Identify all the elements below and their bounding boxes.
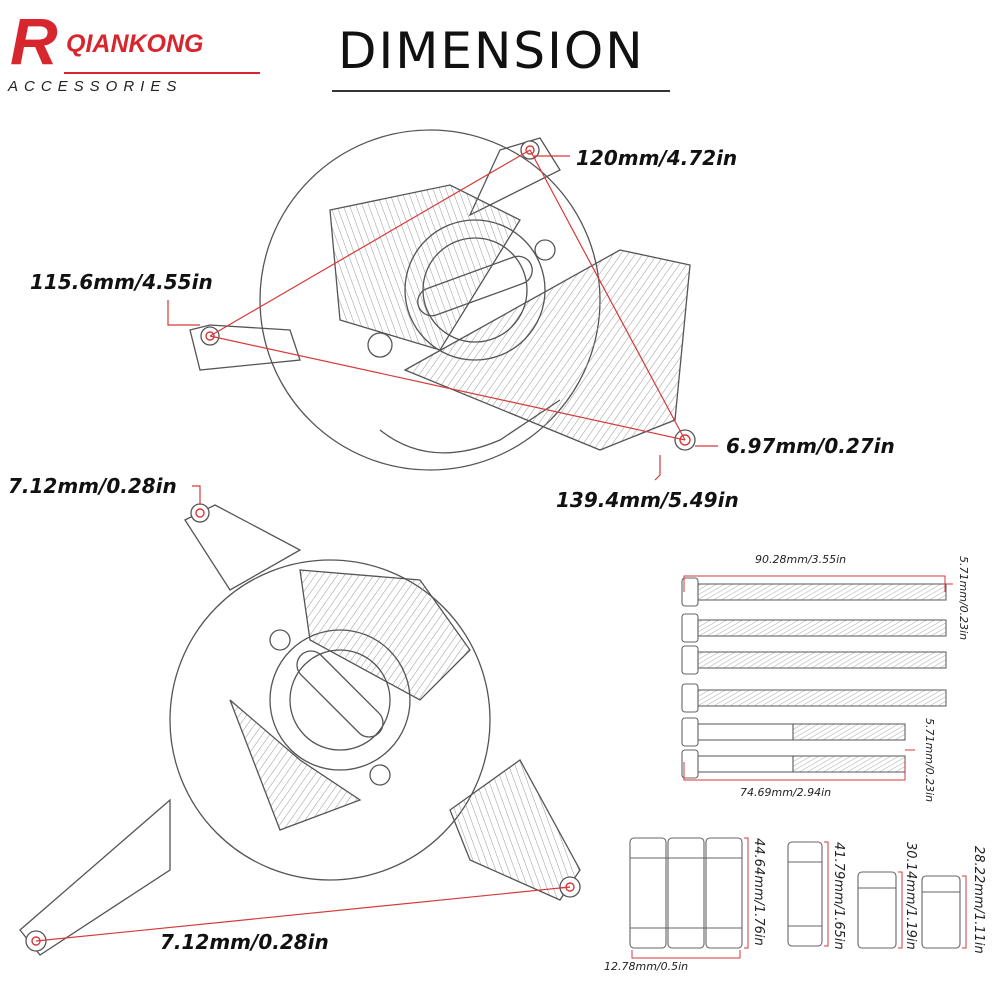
brand-underline (64, 72, 260, 74)
dim-hole-diameter-top: 6.97mm/0.27in (726, 434, 895, 458)
brand-logo-name: QIANKONG (66, 30, 204, 58)
dim-second-hole-top: 7.12mm/0.28in (8, 474, 177, 498)
dim-left-hole-spacing: 115.6mm/4.55in (30, 270, 213, 294)
dim-bolt-long-length: 90.28mm/3.55in (755, 553, 847, 566)
dim-second-hole-bottom: 7.12mm/0.28in (160, 930, 329, 954)
bolt-dimension-lines (683, 575, 953, 781)
dim-spacer-length-3: 30.14mm/1.19in (903, 842, 918, 950)
spacer-dimension-lines (631, 837, 967, 959)
dim-spacer-length-1: 44.64mm/1.76in (751, 838, 766, 946)
dim-bolt-long-diameter: 5.71mm/0.23in (957, 556, 970, 641)
hole-markers (31, 145, 691, 946)
brand-logo-initial: R (10, 4, 58, 78)
dim-bolt-short-length: 74.69mm/2.94in (740, 786, 832, 799)
dim-top-hole-spacing: 120mm/4.72in (576, 146, 738, 170)
bolt-set (681, 577, 947, 779)
brand-tagline: ACCESSORIES (8, 78, 183, 95)
spacer-set (629, 837, 961, 949)
dimension-lines (35, 149, 718, 942)
dim-bottom-hole-spacing: 139.4mm/5.49in (556, 488, 739, 512)
dim-spacer-diameter: 12.78mm/0.5in (604, 960, 689, 973)
dim-spacer-length-2: 41.79mm/1.65in (831, 842, 846, 950)
title-underline (332, 90, 670, 92)
dim-bolt-short-diameter: 5.71mm/0.23in (923, 718, 936, 803)
engine-cover-bottom (19, 504, 581, 956)
page-title: DIMENSION (338, 22, 645, 80)
dim-spacer-length-4: 28.22mm/1.11in (971, 846, 986, 954)
engine-cover-top (189, 129, 691, 471)
